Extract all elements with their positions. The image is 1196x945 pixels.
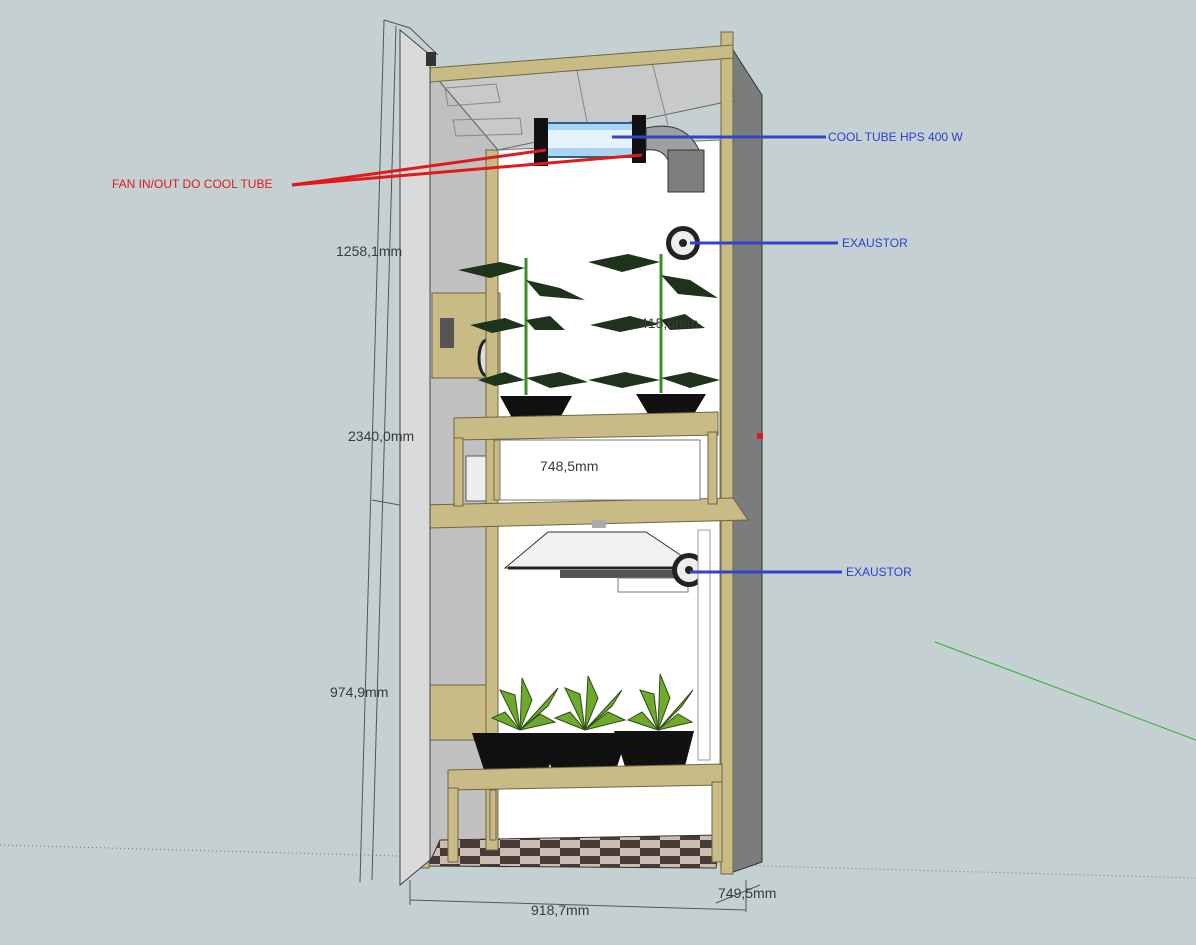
dim-top-height: 1258,1mm [336, 243, 402, 259]
label-fan-cool-tube: FAN IN/OUT DO COOL TUBE [112, 177, 272, 191]
right-side-wall [732, 48, 763, 873]
upper-table [453, 411, 719, 507]
exhaust-fan-top [666, 226, 700, 260]
dim-depth: 749,5mm [718, 885, 776, 901]
side-panel-lower [429, 684, 489, 741]
lower-duct-pipe [697, 529, 711, 761]
upper-plants [458, 254, 720, 418]
lower-plants [472, 673, 694, 770]
dim-width: 918,7mm [531, 902, 589, 918]
control-box [440, 318, 454, 348]
label-exhaust-top: EXAUSTOR [842, 236, 908, 250]
axis-green [934, 641, 1196, 741]
axis-marker [757, 433, 763, 439]
dimension-guides [359, 19, 761, 912]
dim-inner-height: 415,6mm [640, 315, 698, 331]
door-panel [399, 28, 431, 887]
lower-table [447, 763, 723, 863]
dim-shelf-width: 748,5mm [540, 458, 598, 474]
dim-total-height: 2340,0mm [348, 428, 414, 444]
upper-reservoir [499, 439, 701, 501]
door-hinge-top [426, 52, 436, 66]
annotation-lines [291, 135, 842, 574]
label-exhaust-bottom: EXAUSTOR [846, 565, 912, 579]
cool-tube [534, 115, 705, 193]
dim-bottom-height: 974,9mm [330, 684, 388, 700]
label-cool-tube: COOL TUBE HPS 400 W [828, 130, 963, 144]
floor-tiles [427, 834, 721, 869]
